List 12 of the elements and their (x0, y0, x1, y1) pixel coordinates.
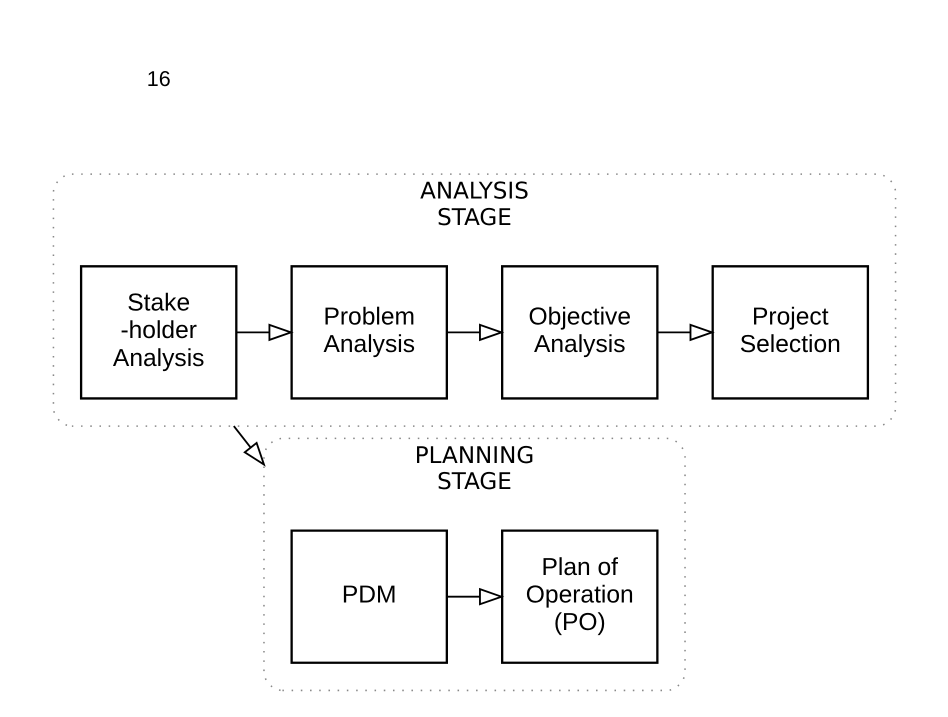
arrow (236, 324, 294, 342)
node-box: Plan of Operation (PO) (500, 529, 658, 664)
node-box: Problem Analysis (290, 265, 448, 400)
arrow (446, 588, 504, 606)
label: 16 (146, 67, 170, 92)
arrow (446, 324, 504, 342)
node-box: PDM (290, 529, 448, 664)
node-box: Objective Analysis (500, 265, 658, 400)
node-box: Stake -holder Analysis (79, 265, 237, 400)
arrow (232, 426, 266, 467)
node-box: Project Selection (711, 265, 869, 400)
arrow (656, 324, 714, 342)
